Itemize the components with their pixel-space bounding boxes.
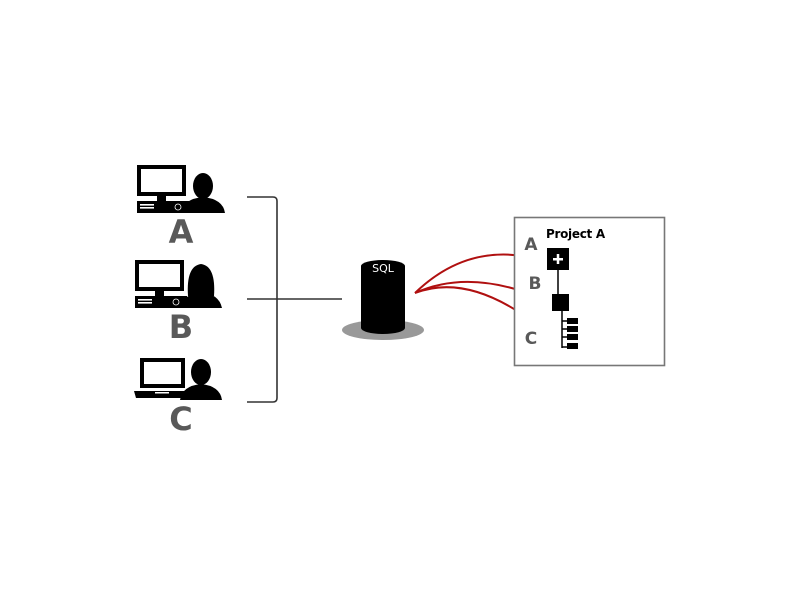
user-c-workstation: C [134, 358, 222, 438]
leaf-item[interactable] [567, 326, 578, 332]
laptop-computer-icon [134, 358, 190, 398]
sql-database: SQL [342, 260, 424, 340]
user-label-b: B [169, 308, 193, 346]
project-title: Project A [546, 227, 606, 241]
desktop-computer-icon [137, 165, 189, 213]
plus-icon [553, 254, 563, 264]
user-bracket-connector [247, 196, 342, 403]
database-cylinder-icon [361, 260, 405, 334]
square-node[interactable] [552, 294, 569, 311]
level-label-a: A [524, 235, 538, 255]
project-panel: Project A A B C [513, 216, 666, 367]
leaf-list-icon [561, 311, 578, 349]
leaf-item[interactable] [567, 318, 578, 324]
project-tree [547, 248, 578, 349]
user-label-a: A [169, 213, 194, 251]
expand-node[interactable] [547, 248, 569, 270]
female-user-icon [181, 264, 222, 308]
male-user-icon [181, 173, 225, 213]
user-label-c: C [169, 400, 192, 438]
level-label-b: B [529, 274, 542, 294]
leaf-item[interactable] [567, 343, 578, 349]
leaf-item[interactable] [567, 334, 578, 340]
user-b-workstation: B [135, 260, 222, 346]
database-label: SQL [372, 262, 395, 275]
project-box [513, 216, 666, 367]
level-label-c: C [525, 329, 537, 349]
male-user-icon [180, 359, 222, 400]
user-a-workstation: A [137, 165, 225, 251]
desktop-computer-icon [135, 260, 187, 308]
